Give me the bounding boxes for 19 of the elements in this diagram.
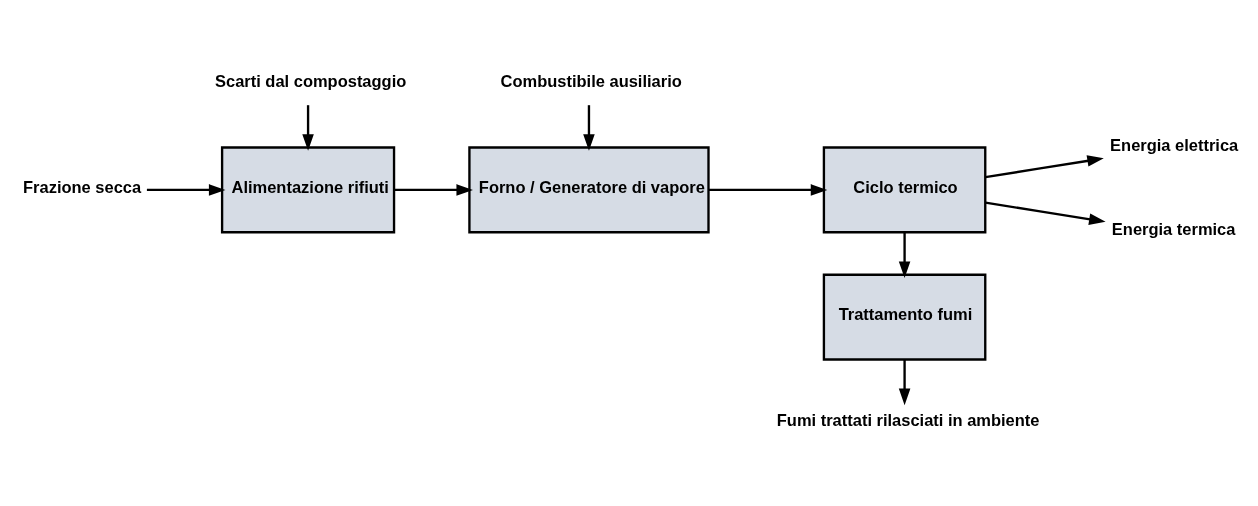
arrow bbox=[583, 104, 595, 151]
node-text: Energia elettrica bbox=[1110, 135, 1239, 154]
arrow bbox=[394, 183, 473, 196]
arrow bbox=[708, 183, 828, 196]
node-box: Alimentazione rifiuti bbox=[220, 145, 396, 233]
node-text: Scarti dal compostaggio bbox=[215, 71, 407, 90]
arrow bbox=[898, 231, 911, 278]
node-box: Forno / Generatore di vapore bbox=[468, 145, 710, 233]
node-box: Ciclo termico bbox=[822, 145, 987, 233]
node-text: Energia termica bbox=[1111, 219, 1236, 238]
node-text: Frazione secca bbox=[23, 177, 142, 196]
arrow bbox=[985, 154, 1104, 178]
arrow bbox=[146, 183, 226, 196]
node-text: Combustibile ausiliario bbox=[500, 71, 682, 90]
arrow bbox=[302, 104, 314, 151]
arrow bbox=[898, 359, 911, 405]
node-text: Fumi trattati rilasciati in ambiente bbox=[776, 410, 1040, 429]
arrow bbox=[985, 200, 1106, 225]
node-box: Trattamento fumi bbox=[822, 273, 987, 361]
